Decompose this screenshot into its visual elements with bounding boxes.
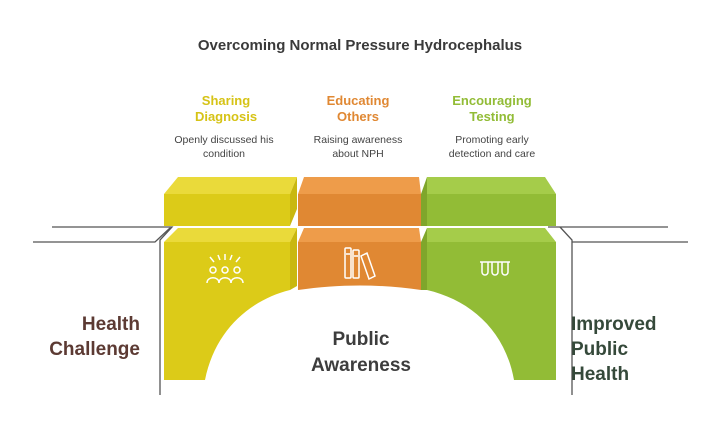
people-icon <box>206 254 244 284</box>
left-label-health-challenge: Health Challenge <box>49 314 140 360</box>
step-3-description: Promoting early detection and care <box>448 134 536 160</box>
deck-block-green <box>421 177 556 226</box>
right-label-improved-public-health: Improved Public Health <box>571 314 657 385</box>
step-1-description: Openly discussed his condition <box>174 134 274 160</box>
diagram-title: Overcoming Normal Pressure Hydrocephalus <box>197 37 523 54</box>
center-label-public-awareness: Public Awareness <box>311 329 411 376</box>
left-cliff <box>33 226 174 395</box>
books-icon <box>344 247 376 281</box>
arch-green <box>421 228 556 380</box>
step-3-heading: Encouraging Testing <box>452 93 532 124</box>
step-2-description: Raising awareness about NPH <box>313 134 403 160</box>
deck-block-yellow <box>164 177 297 226</box>
right-cliff <box>548 226 688 395</box>
step-2-heading: Educating Others <box>326 93 390 124</box>
arch-yellow <box>164 228 297 380</box>
step-1-heading: Sharing Diagnosis <box>194 93 258 124</box>
deck-block-orange <box>298 177 421 226</box>
test-tubes-icon <box>480 261 510 276</box>
